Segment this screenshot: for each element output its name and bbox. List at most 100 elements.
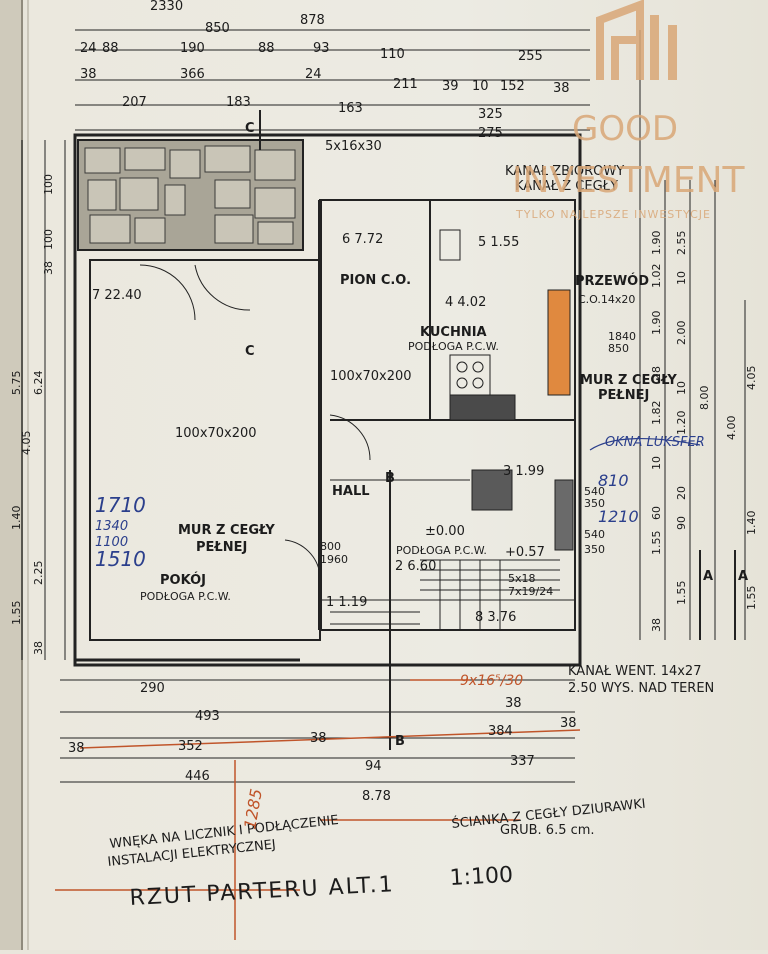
dim-left-1: 100 [42, 229, 55, 250]
hand-note-5: OKNA LUKSFER [605, 435, 705, 450]
dim-right-7: 10 [675, 381, 688, 395]
dimension-lines [21, 29, 746, 783]
room-floor-kuchnia: PODŁOGA P.C.W. [408, 340, 499, 353]
dim-left-4: 5.75 [10, 371, 23, 396]
dim-right-10: 4.00 [725, 416, 738, 441]
section-b-mid: B [385, 471, 395, 486]
level-plus: +0.57 [505, 545, 545, 560]
window-dim-2: 100x70x200 [175, 426, 257, 441]
dim-top-12: 24 [305, 67, 322, 82]
area-7: 7 22.40 [92, 288, 142, 303]
dim-bottom-0: 290 [140, 681, 165, 696]
dim-right-20: 1.55 [745, 586, 758, 611]
area-8: 8 3.76 [475, 610, 516, 625]
dim-top-18: 207 [122, 95, 147, 110]
dim-left-0: 100 [42, 174, 55, 195]
plan-title: RZUT PARTERU ALT.1 [129, 872, 395, 911]
dim-left-2: 38 [42, 261, 55, 275]
dim-top-19: 183 [226, 95, 251, 110]
dim-right-0: 2.55 [675, 231, 688, 256]
hand-note-2: 1340 [95, 519, 128, 534]
dim-top-15: 10 [472, 79, 489, 94]
door-code-1: 800 [320, 540, 341, 553]
dim-bottom-6: 38 [310, 731, 327, 746]
room-label-pokoj: POKÓJ [160, 572, 206, 588]
dim-right-17: 1.55 [650, 531, 663, 556]
section-c-top: C [245, 121, 255, 136]
dim-top-3: 24 [80, 41, 97, 56]
dim-left-5: 4.05 [20, 431, 33, 456]
section-b-bottom: B [395, 734, 405, 749]
dim-top-2: 878 [300, 13, 325, 28]
dim-left-8: 1.55 [10, 601, 23, 626]
stair-dim-2: 7x19/24 [508, 585, 553, 598]
dim-bottom-1: 493 [195, 709, 220, 724]
logo-tagline: TYLKO NAJLEPSZE INWESTYCJE [515, 208, 711, 221]
section-c-label: C [245, 344, 255, 359]
label-kanal-went-1: KANAŁ WENT. 14x27 [568, 664, 701, 679]
dim-bottom-11: 8.78 [362, 789, 391, 804]
dim-left-3: 6.24 [32, 371, 45, 396]
room-floor-pokoj: PODŁOGA P.C.W. [140, 590, 231, 603]
dim-right-18: 1.40 [745, 511, 758, 536]
dim-right-11: 1.82 [650, 401, 663, 426]
hand-note-6: 810 [598, 471, 629, 490]
dim-bottom-4: 38 [68, 741, 85, 756]
window-code-5: 540 [584, 528, 605, 541]
walls [73, 133, 582, 667]
room-label-kuchnia: KUCHNIA [420, 325, 487, 340]
label-scianka-2: GRUB. 6.5 cm. [500, 823, 595, 838]
dim-top-22: 275 [478, 126, 503, 141]
dim-bottom-8: 337 [510, 754, 535, 769]
dim-top-21: 325 [478, 107, 503, 122]
dim-bottom-7: 384 [488, 724, 513, 739]
plan-scale: 1:100 [449, 863, 514, 891]
dim-right-9: 4.05 [745, 366, 758, 391]
room-label-hall: HALL [332, 484, 370, 499]
section-a-1: A [703, 569, 713, 584]
dim-bottom-2: 38 [505, 696, 522, 711]
section-markers [259, 110, 736, 750]
dim-top-1: 850 [205, 21, 230, 36]
room-label-mur-1: MUR Z CEGŁY [178, 523, 275, 538]
window-code-4: 350 [584, 497, 605, 510]
logo-text-good: GOOD [572, 109, 678, 149]
dim-top-13: 211 [393, 77, 418, 92]
stair-dim-1: 5x18 [508, 572, 536, 585]
door-code-2: 1960 [320, 553, 348, 566]
logo-text-investment: INVESTMENT [512, 160, 745, 201]
hand-note-4: 1510 [95, 547, 146, 571]
label-kanal-2: KANAŁ Z CEGŁY [515, 179, 618, 194]
dim-top-14: 39 [442, 79, 459, 94]
dim-left-9: 38 [32, 641, 45, 655]
label-mur-right-2: PEŁNEJ [598, 388, 649, 403]
room-floor-hall: PODŁOGA P.C.W. [396, 544, 487, 557]
stone-terrace [77, 139, 304, 251]
kitchen-fixtures [439, 229, 574, 551]
window-dim-1: 100x70x200 [330, 369, 412, 384]
window-code-6: 350 [584, 543, 605, 556]
window-code-1: 1840 [608, 330, 636, 343]
area-6: 6 7.72 [342, 232, 383, 247]
dim-right-5: 2.00 [675, 321, 688, 346]
window-code-3: 540 [584, 485, 605, 498]
dim-right-13: 10 [650, 456, 663, 470]
dim-right-15: 60 [650, 506, 663, 520]
dim-right-2: 1.90 [650, 231, 663, 256]
dim-right-12: 1.20 [675, 411, 688, 436]
dim-bottom-9: 446 [185, 769, 210, 784]
label-kanal-went-2: 2.50 WYS. NAD TEREN [568, 681, 714, 696]
room-label-pion: PION C.O. [340, 273, 411, 288]
dim-top-10: 38 [80, 67, 97, 82]
dim-right-6: 28 [650, 366, 663, 380]
binder-edge [0, 0, 22, 950]
section-a-2: A [738, 569, 748, 584]
label-kanal-1: KANAŁ ZBIOROWY [505, 164, 624, 179]
blue-annotation-line [589, 437, 701, 451]
area-4: 4 4.02 [445, 295, 486, 310]
dim-bottom-3: 38 [560, 716, 577, 731]
window-code-2: 850 [608, 342, 629, 355]
hand-note-1: 1710 [95, 493, 146, 517]
room-label-mur-2: PEŁNEJ [196, 540, 247, 555]
